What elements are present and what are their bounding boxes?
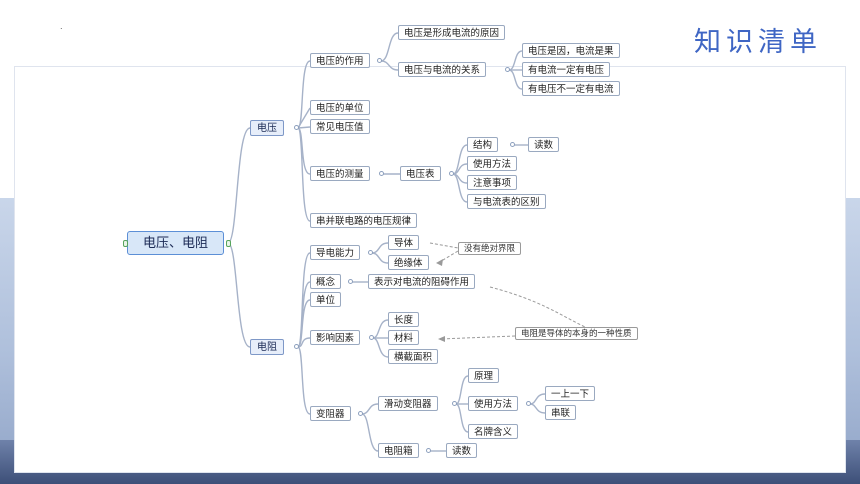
collapse-pin-conduct[interactable]: [368, 250, 373, 255]
branch-voltage[interactable]: 电压: [250, 120, 284, 136]
collapse-pin-voltage[interactable]: [294, 125, 299, 130]
node-one-up-one-down[interactable]: 一上一下: [545, 386, 596, 401]
node-factor-area[interactable]: 横截面积: [388, 349, 439, 364]
note-no-boundary: 没有绝对界限: [458, 242, 522, 255]
node-box-reading[interactable]: 读数: [446, 443, 478, 458]
node-voltage-common[interactable]: 常见电压值: [310, 119, 370, 134]
collapse-pin-usage[interactable]: [526, 401, 531, 406]
root-expand-handle-right[interactable]: [226, 240, 231, 247]
node-voltmeter-caution[interactable]: 注意事项: [467, 175, 518, 190]
collapse-pin-rheostat[interactable]: [358, 411, 363, 416]
root-expand-handle-left[interactable]: [123, 240, 128, 247]
node-voltmeter-structure[interactable]: 结构: [467, 137, 499, 152]
node-factor-length[interactable]: 长度: [388, 312, 420, 327]
node-factors[interactable]: 影响因素: [310, 330, 361, 345]
node-relation-3[interactable]: 有电压不一定有电流: [522, 81, 620, 96]
node-factor-material[interactable]: 材料: [388, 330, 420, 345]
collapse-pin-factors[interactable]: [369, 335, 374, 340]
node-voltage-unit[interactable]: 电压的单位: [310, 100, 370, 115]
node-relation-1[interactable]: 电压是因，电流是果: [522, 43, 620, 58]
page-title: 知识清单: [694, 27, 822, 58]
collapse-pin-structure[interactable]: [510, 142, 515, 147]
collapse-pin-relation[interactable]: [505, 67, 510, 72]
node-resistance-unit[interactable]: 单位: [310, 292, 342, 307]
node-voltmeter-usage[interactable]: 使用方法: [467, 156, 518, 171]
node-conductor[interactable]: 导体: [388, 235, 420, 250]
node-voltmeter[interactable]: 电压表: [400, 166, 441, 181]
node-concept-definition[interactable]: 表示对电流的阻碍作用: [368, 274, 476, 289]
node-voltage-cause[interactable]: 电压是形成电流的原因: [398, 25, 506, 40]
node-concept[interactable]: 概念: [310, 274, 342, 289]
collapse-pin-measure[interactable]: [379, 171, 384, 176]
collapse-pin-voltmeter[interactable]: [449, 171, 454, 176]
collapse-pin-resistance[interactable]: [294, 344, 299, 349]
node-voltage-role[interactable]: 电压的作用: [310, 53, 370, 68]
collapse-pin-slide[interactable]: [452, 401, 457, 406]
node-voltmeter-diff[interactable]: 与电流表的区别: [467, 194, 546, 209]
collapse-pin-box[interactable]: [426, 448, 431, 453]
corner-marker: .: [60, 22, 63, 31]
note-property: 电阻是导体的本身的一种性质: [515, 327, 638, 340]
node-slide-rheostat[interactable]: 滑动变阻器: [378, 396, 438, 411]
node-voltage-measure[interactable]: 电压的测量: [310, 166, 370, 181]
collapse-pin-concept[interactable]: [348, 279, 353, 284]
node-conductivity[interactable]: 导电能力: [310, 245, 361, 260]
node-voltage-rule[interactable]: 串并联电路的电压规律: [310, 213, 418, 228]
node-rheostat[interactable]: 变阻器: [310, 406, 351, 421]
collapse-pin-role[interactable]: [377, 58, 382, 63]
node-nameplate[interactable]: 名牌含义: [468, 424, 519, 439]
root-node[interactable]: 电压、电阻: [127, 231, 224, 255]
node-voltage-relation[interactable]: 电压与电流的关系: [398, 62, 487, 77]
node-rheostat-usage[interactable]: 使用方法: [468, 396, 519, 411]
node-relation-2[interactable]: 有电流一定有电压: [522, 62, 611, 77]
node-series[interactable]: 串联: [545, 405, 577, 420]
node-insulator[interactable]: 绝缘体: [388, 255, 429, 270]
node-voltmeter-reading[interactable]: 读数: [528, 137, 560, 152]
branch-resistance[interactable]: 电阻: [250, 339, 284, 355]
node-resistance-box[interactable]: 电阻箱: [378, 443, 419, 458]
node-rheostat-principle[interactable]: 原理: [468, 368, 500, 383]
